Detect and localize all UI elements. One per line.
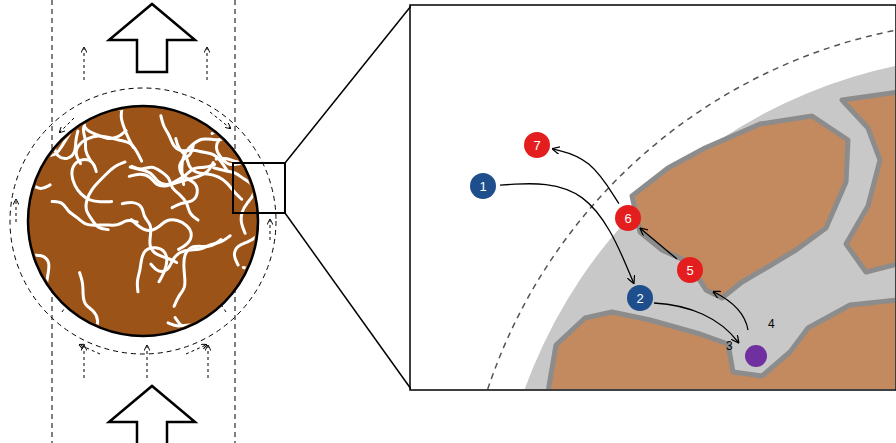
step-number: 4 bbox=[768, 318, 775, 330]
diffusion-arrow bbox=[714, 292, 748, 330]
callout-number: 6 bbox=[624, 212, 631, 225]
particle-surface bbox=[495, 55, 895, 389]
molecule-circle: 1 bbox=[470, 173, 496, 199]
active-site bbox=[745, 345, 767, 367]
inset bbox=[411, 6, 895, 389]
step-arrow bbox=[641, 229, 677, 259]
solid-grain bbox=[632, 116, 848, 298]
step-arrow bbox=[500, 184, 633, 283]
boundary-layer bbox=[10, 88, 276, 354]
boundary-layer bbox=[460, 20, 895, 389]
diffusion-arrow bbox=[654, 303, 738, 342]
callout-number: 7 bbox=[533, 139, 540, 152]
pore-network bbox=[0, 64, 333, 393]
flow-arrow bbox=[109, 386, 195, 443]
molecule-circle: 2 bbox=[627, 285, 653, 311]
solid-grain bbox=[548, 300, 895, 389]
step-arrow bbox=[554, 149, 619, 204]
zoom-line bbox=[285, 6, 411, 163]
callout-number: 5 bbox=[686, 264, 693, 277]
callout-number: 2 bbox=[636, 292, 643, 305]
zoom-line bbox=[285, 213, 411, 389]
flow-arrows bbox=[16, 48, 270, 378]
zoom-box bbox=[233, 163, 285, 213]
catalyst-particle bbox=[28, 106, 258, 336]
flow-arrow bbox=[109, 4, 195, 72]
inset-frame bbox=[410, 5, 896, 390]
step-number: 3 bbox=[726, 340, 733, 352]
molecule-circle: 7 bbox=[524, 132, 550, 158]
solid-grain bbox=[842, 92, 895, 272]
molecule-circle: 6 bbox=[615, 205, 641, 231]
molecule-circle: 5 bbox=[677, 257, 703, 283]
callout-number: 1 bbox=[479, 180, 486, 193]
